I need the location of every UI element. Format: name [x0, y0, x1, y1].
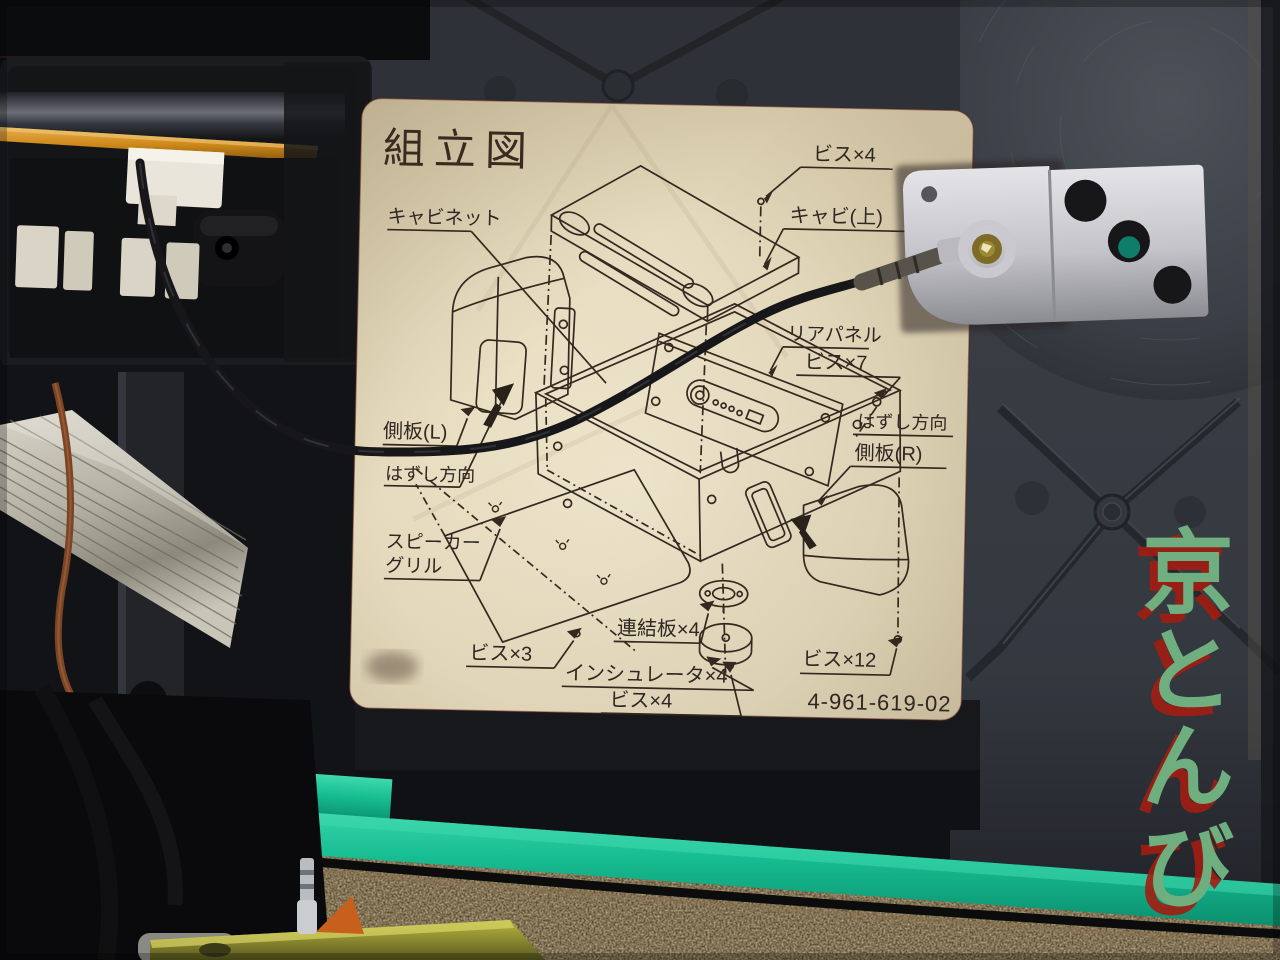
- side-panel-r-part: [802, 484, 910, 596]
- green-foam-strip: [140, 772, 1280, 928]
- rubber-grommet-3: [1153, 265, 1192, 304]
- watermark-char-2: と: [1142, 621, 1234, 723]
- exploded-diagram: [382, 164, 954, 717]
- grill-screw-marks: [488, 501, 611, 585]
- black-cable-loop: [88, 696, 183, 906]
- callout-rear-panel: リアパネル: [787, 324, 882, 347]
- white-tabs: [15, 225, 200, 300]
- watermark-char-3: ん: [1142, 717, 1234, 819]
- silver-ribbon-cable: [0, 410, 248, 648]
- speaker-grill-part: [415, 468, 691, 653]
- callout-screws12: ビス×12: [802, 647, 876, 672]
- callout-link-plate: 連結板×4: [617, 616, 700, 641]
- cab-top-lid: [549, 164, 801, 323]
- callout-cab-top: キャビ(上): [789, 204, 883, 229]
- sticker-title: 組立図: [382, 124, 536, 174]
- bottom-left-shadow: [0, 683, 330, 960]
- rubber-grommet-1: [1064, 179, 1107, 222]
- molded-x-ribs: [964, 397, 1280, 682]
- callout-speaker: スピーカー: [385, 532, 480, 555]
- left-compartment: [0, 0, 430, 370]
- callout-grill: グリル: [385, 555, 442, 578]
- cylinder-part: [193, 210, 285, 286]
- arrowheads: [460, 190, 903, 673]
- upper-x-ribs: [464, 0, 786, 90]
- watermark-red-char-3: ん: [1134, 726, 1226, 828]
- callout-remove-dir-right: はずし方向: [857, 411, 947, 433]
- callout-side-panel-l: 側板(L): [383, 420, 448, 444]
- removal-direction-arrows: [483, 383, 817, 550]
- watermark-char-1: 京: [1142, 523, 1234, 625]
- callout-remove-dir-left: はずし方向: [385, 464, 475, 486]
- callout-screws4-bottom: ビス×4: [609, 688, 672, 712]
- panel-edge-highlight: [1248, 0, 1261, 760]
- callout-screws4-top: ビス×4: [813, 142, 876, 166]
- bottom-hardware: [138, 858, 545, 960]
- watermark: 京 と ん び 京 と ん び: [1134, 523, 1234, 928]
- callout-screws3: ビス×3: [469, 641, 532, 665]
- top-panel-band: [360, 0, 960, 111]
- watermark-char-4: び: [1142, 817, 1234, 919]
- callout-cabinet: キャビネット: [387, 206, 501, 230]
- watermark-red-char-2: と: [1134, 630, 1226, 732]
- sticker-part-number: 4-961-619-02: [807, 688, 952, 716]
- corner-smudge: [366, 651, 419, 682]
- cable-run: [135, 158, 877, 457]
- rear-panel-part: [644, 332, 844, 488]
- spade-terminal: [297, 858, 317, 934]
- ring-terminal: [958, 220, 1016, 278]
- cable-crimp: [853, 247, 947, 291]
- ground-cable: [135, 158, 1016, 457]
- callout-side-panel-r: 側板(R): [854, 441, 922, 465]
- leader-lines: [382, 166, 954, 717]
- sticker-texts: 組立図 キャビネット ビス×4 キャビ(上) リアパネル ビス×7 はずし方向 …: [382, 124, 952, 716]
- orange-triangle: [316, 896, 364, 934]
- assembly-sticker: 組立図 キャビネット ビス×4 キャビ(上) リアパネル ビス×7 はずし方向 …: [348, 97, 975, 722]
- callout-insulator: インシュレータ×4: [565, 661, 728, 687]
- watermark-red-char-4: び: [1134, 826, 1226, 928]
- watermark-red-char-1: 京: [1134, 532, 1226, 634]
- callout-screws7: ビス×7: [804, 350, 867, 374]
